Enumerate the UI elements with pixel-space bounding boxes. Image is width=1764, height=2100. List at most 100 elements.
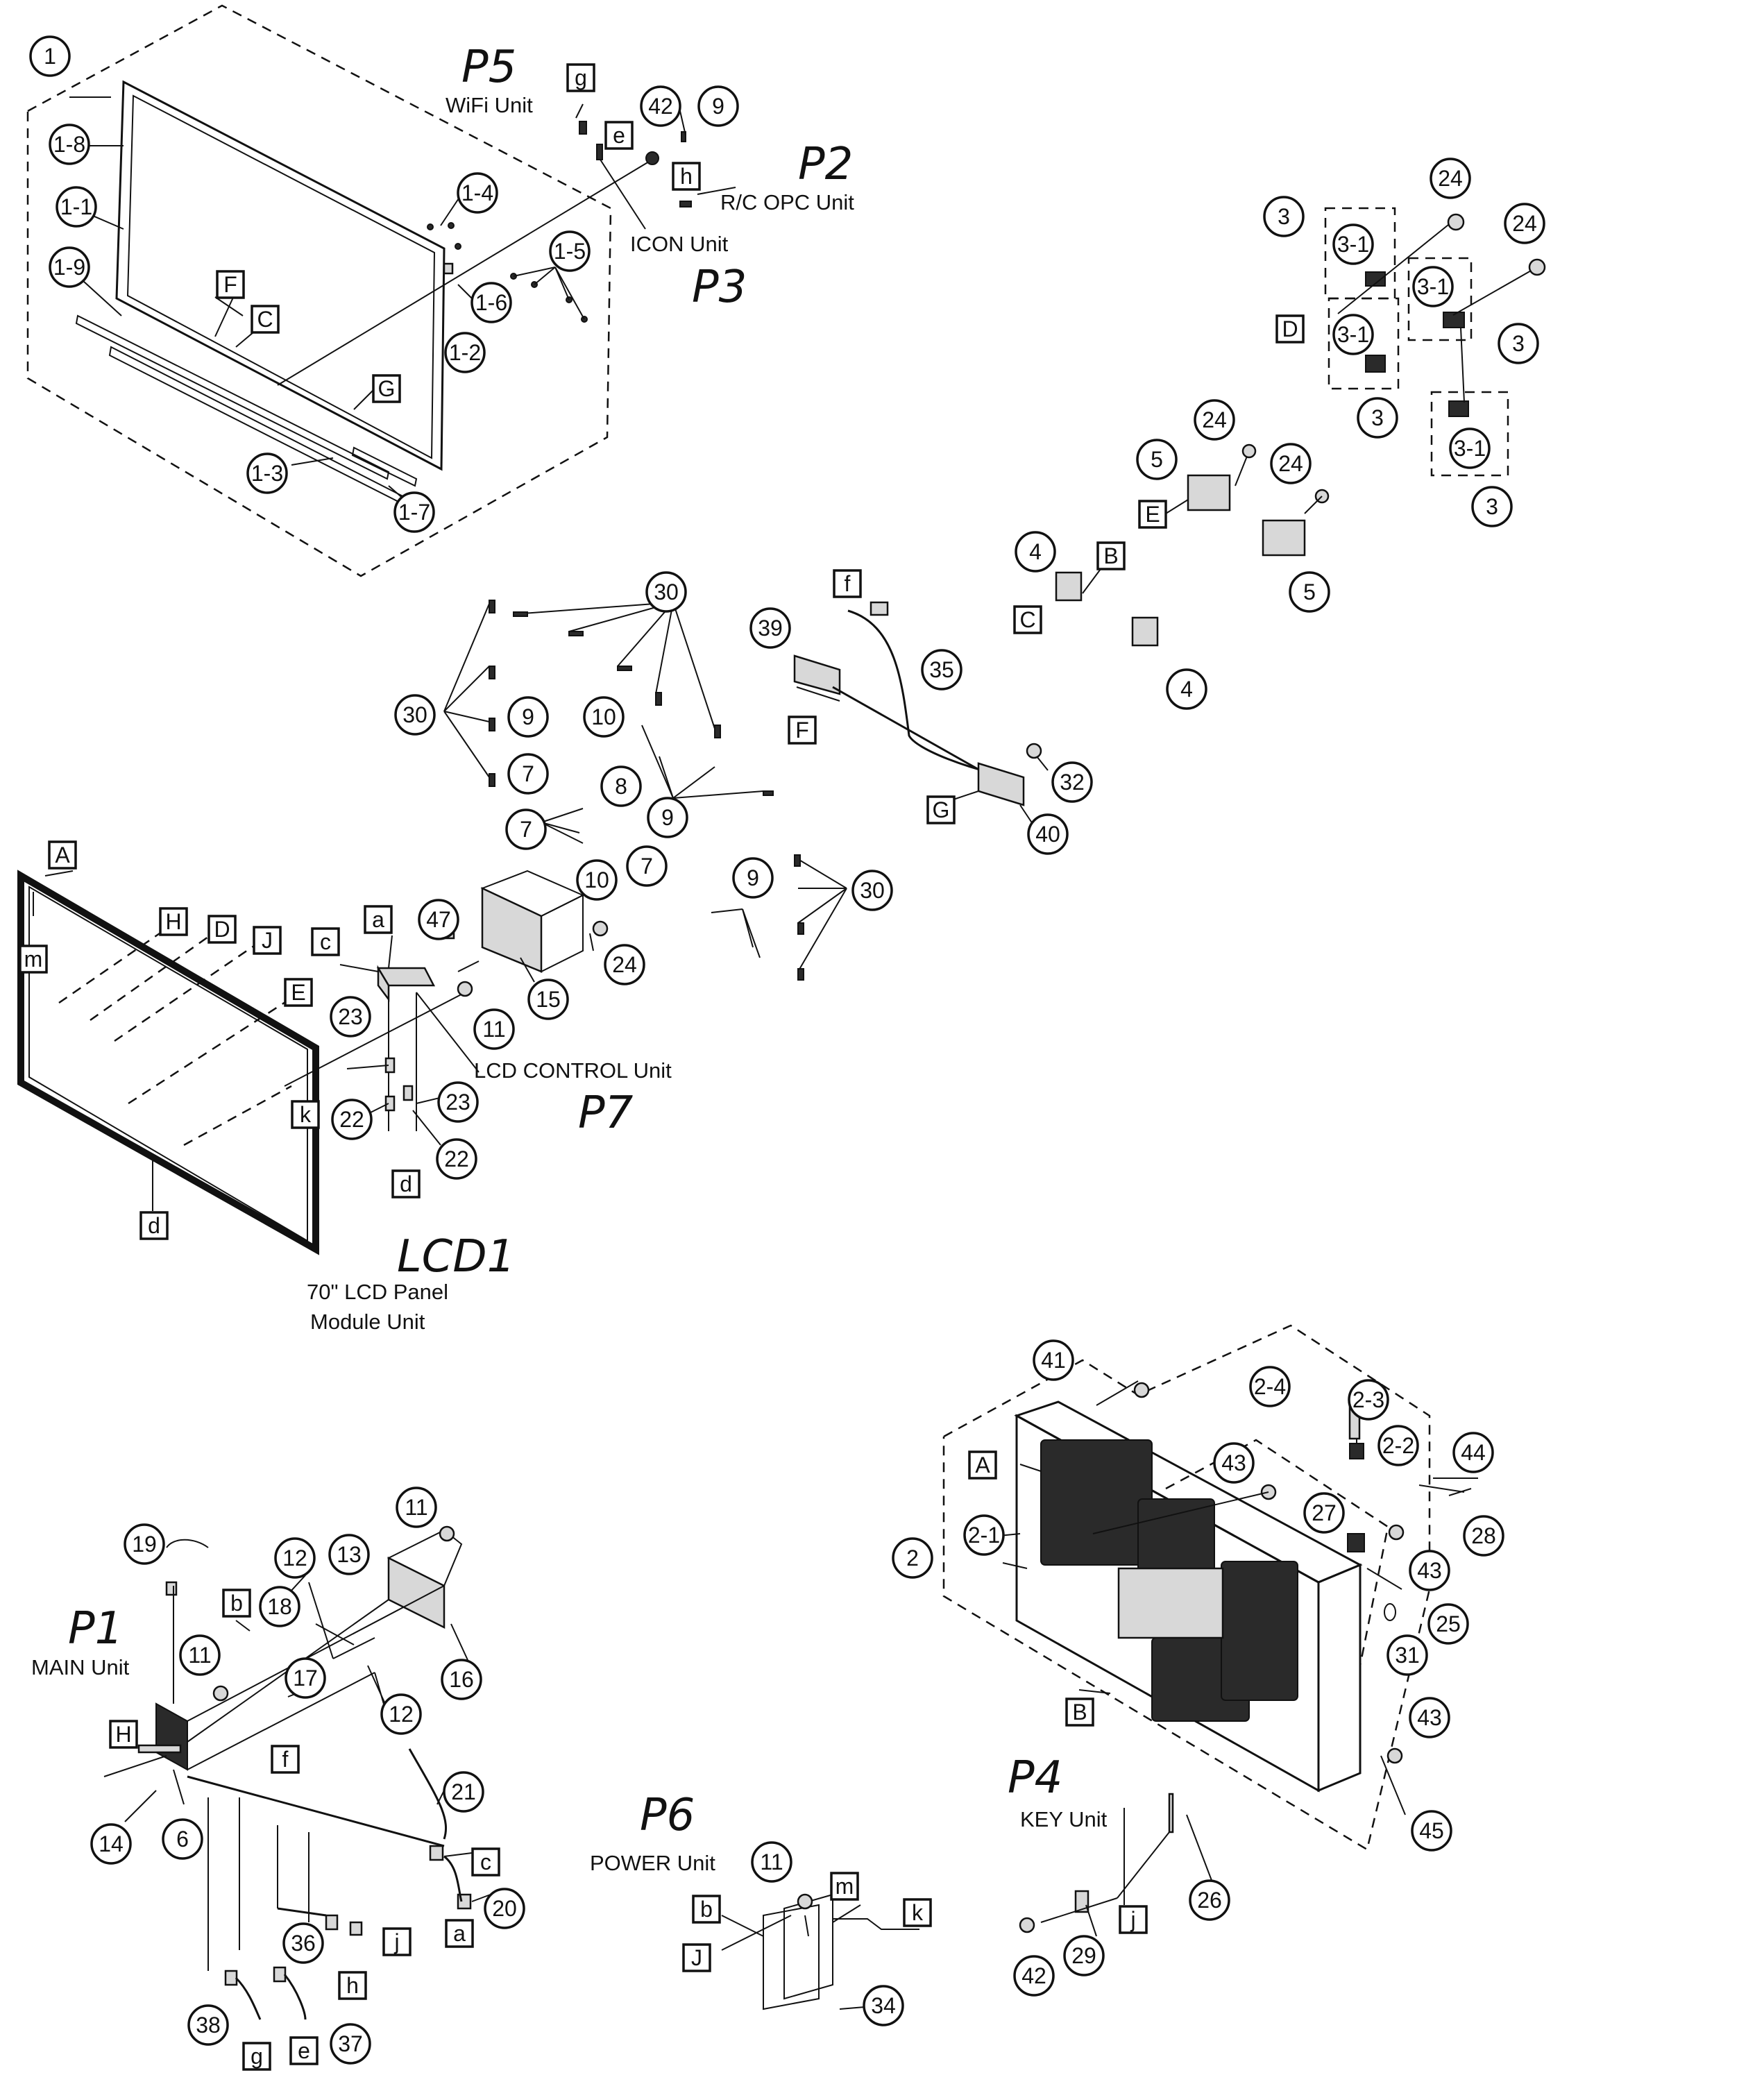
svg-text:7: 7 bbox=[641, 854, 653, 879]
callout: 4 bbox=[1015, 531, 1056, 573]
svg-text:22: 22 bbox=[444, 1146, 469, 1171]
letter-box: F bbox=[788, 715, 817, 745]
callout: 21 bbox=[443, 1771, 484, 1813]
rc-opc-unit-code: P2 bbox=[798, 139, 853, 190]
svg-text:30: 30 bbox=[402, 702, 427, 727]
svg-text:43: 43 bbox=[1417, 1558, 1442, 1583]
callout: 18 bbox=[259, 1586, 300, 1627]
callout: 2-1 bbox=[963, 1514, 1005, 1556]
rear-cover-assembly bbox=[942, 1324, 1478, 1851]
svg-text:16: 16 bbox=[449, 1667, 474, 1692]
svg-text:25: 25 bbox=[1436, 1611, 1461, 1636]
svg-text:47: 47 bbox=[426, 907, 451, 932]
svg-text:9: 9 bbox=[522, 704, 534, 729]
lcd-control-unit bbox=[339, 870, 609, 1146]
letter-box: H bbox=[109, 1720, 138, 1749]
callout: 9 bbox=[732, 857, 774, 899]
callout: 5 bbox=[1289, 571, 1330, 613]
svg-text:1-2: 1-2 bbox=[449, 340, 481, 365]
callout: 1-2 bbox=[444, 332, 486, 373]
svg-text:9: 9 bbox=[661, 805, 674, 830]
callout: 19 bbox=[124, 1523, 165, 1565]
lcd-panel-name-line1: 70" LCD Panel bbox=[307, 1280, 448, 1304]
callout: 1-1 bbox=[56, 186, 97, 228]
letter-box: F bbox=[216, 270, 245, 299]
svg-text:J: J bbox=[262, 928, 273, 953]
callout: 12 bbox=[274, 1537, 316, 1579]
letter-box: j bbox=[1119, 1905, 1148, 1934]
svg-text:a: a bbox=[372, 907, 384, 932]
svg-text:20: 20 bbox=[492, 1896, 517, 1921]
letter-box: G bbox=[926, 795, 956, 824]
svg-text:1-5: 1-5 bbox=[554, 239, 586, 264]
callout: 9 bbox=[697, 85, 739, 127]
svg-text:B: B bbox=[1103, 543, 1118, 568]
letter-box: e bbox=[289, 2036, 319, 2065]
letter-box: k bbox=[903, 1898, 932, 1927]
svg-text:11: 11 bbox=[760, 1849, 783, 1874]
letter-box: H bbox=[159, 907, 188, 936]
callout: 22 bbox=[436, 1138, 477, 1180]
callout: 2-4 bbox=[1249, 1366, 1291, 1407]
callout: 24 bbox=[1430, 158, 1471, 199]
svg-text:F: F bbox=[223, 272, 237, 297]
svg-text:8: 8 bbox=[615, 774, 627, 799]
letter-box: b bbox=[692, 1895, 721, 1924]
svg-text:32: 32 bbox=[1060, 770, 1085, 795]
screw-and-cable-group bbox=[443, 600, 1049, 981]
letter-box: B bbox=[1065, 1697, 1094, 1727]
svg-text:7: 7 bbox=[520, 817, 532, 842]
callout: 1-5 bbox=[549, 230, 591, 272]
callout: 3 bbox=[1263, 196, 1305, 237]
callout: 2 bbox=[892, 1537, 933, 1579]
callout: 24 bbox=[1194, 399, 1235, 441]
callout: 17 bbox=[285, 1657, 326, 1699]
svg-text:12: 12 bbox=[282, 1546, 307, 1570]
svg-text:38: 38 bbox=[196, 2013, 221, 2038]
svg-text:9: 9 bbox=[712, 94, 724, 119]
svg-text:24: 24 bbox=[1278, 451, 1303, 476]
lcd-panel bbox=[17, 870, 473, 1255]
letter-box: D bbox=[207, 915, 237, 944]
letter-box: a bbox=[445, 1919, 474, 1948]
svg-text:15: 15 bbox=[536, 987, 561, 1012]
callout: 5 bbox=[1136, 439, 1178, 480]
svg-text:E: E bbox=[291, 980, 305, 1005]
callout: 13 bbox=[328, 1534, 370, 1575]
svg-text:h: h bbox=[680, 164, 693, 189]
callout: 7 bbox=[507, 753, 549, 795]
callout: 30 bbox=[645, 571, 687, 613]
callout: 4 bbox=[1166, 668, 1207, 710]
svg-text:B: B bbox=[1072, 1700, 1087, 1725]
callout: 1-6 bbox=[470, 282, 512, 323]
svg-text:24: 24 bbox=[1512, 211, 1537, 236]
callout: 24 bbox=[604, 944, 645, 985]
svg-text:b: b bbox=[230, 1591, 243, 1616]
callout: 31 bbox=[1386, 1634, 1428, 1676]
letter-box: E bbox=[1138, 500, 1167, 529]
svg-text:2-4: 2-4 bbox=[1254, 1374, 1286, 1399]
svg-text:3: 3 bbox=[1512, 331, 1525, 356]
power-unit-code: P6 bbox=[640, 1790, 695, 1841]
callout: 24 bbox=[1504, 203, 1545, 244]
wifi-unit-name: WiFi Unit bbox=[446, 93, 533, 117]
callout: 2-2 bbox=[1377, 1425, 1419, 1466]
lcd-panel-code: LCD1 bbox=[397, 1231, 515, 1282]
letter-box: D bbox=[1275, 314, 1305, 344]
svg-text:k: k bbox=[912, 1900, 924, 1925]
svg-text:1-8: 1-8 bbox=[53, 132, 85, 157]
letter-box: d bbox=[391, 1169, 421, 1199]
callout: 1-4 bbox=[457, 172, 498, 214]
svg-text:24: 24 bbox=[1438, 166, 1463, 191]
letter-box: b bbox=[222, 1589, 251, 1618]
svg-text:3: 3 bbox=[1278, 204, 1290, 229]
callout: 9 bbox=[507, 696, 549, 738]
callout: 35 bbox=[921, 649, 962, 691]
svg-text:42: 42 bbox=[648, 94, 673, 119]
svg-text:b: b bbox=[700, 1897, 713, 1922]
svg-text:1-3: 1-3 bbox=[251, 461, 283, 486]
svg-text:H: H bbox=[165, 909, 181, 934]
svg-text:23: 23 bbox=[338, 1004, 363, 1029]
letter-box: d bbox=[139, 1211, 169, 1240]
callout: 41 bbox=[1033, 1339, 1074, 1381]
